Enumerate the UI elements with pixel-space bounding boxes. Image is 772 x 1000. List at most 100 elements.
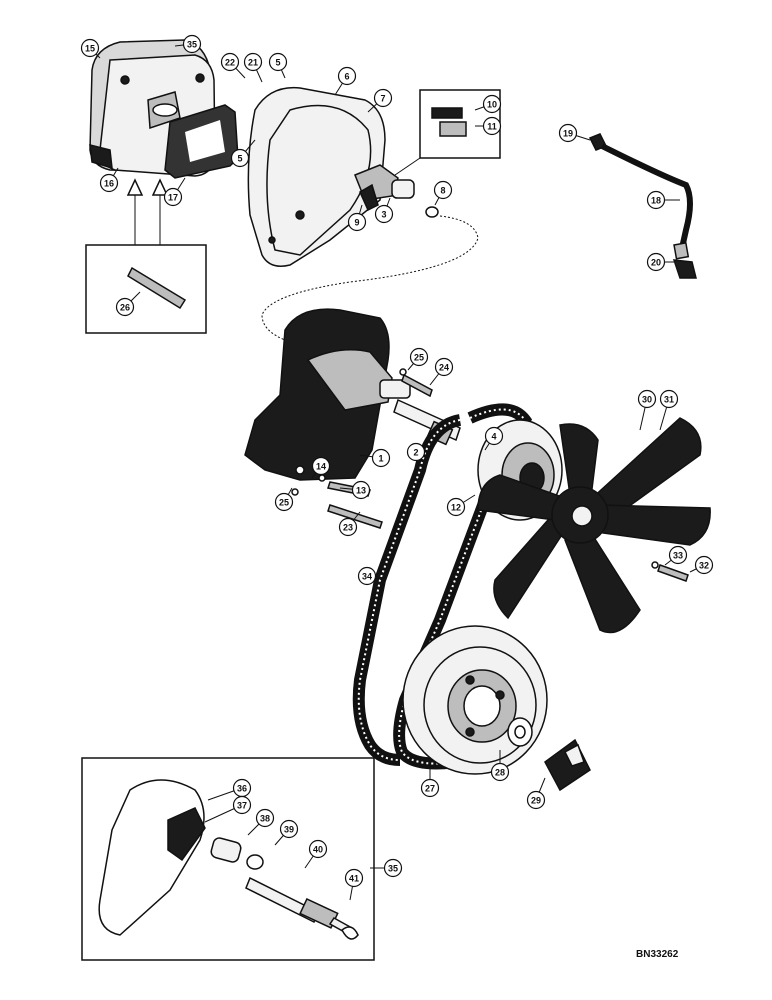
callout-balloon xyxy=(357,566,377,586)
callout-balloon xyxy=(99,173,119,193)
callout-number: 12 xyxy=(451,503,461,513)
callout-number: 30 xyxy=(642,395,652,405)
callout-1: 1 xyxy=(359,448,391,468)
callout-3: 3 xyxy=(374,197,394,224)
callout-27: 27 xyxy=(420,765,440,798)
callout-balloon xyxy=(646,190,666,210)
callout-25: 25 xyxy=(407,347,429,371)
callout-7: 7 xyxy=(367,88,393,113)
callout-balloon xyxy=(232,795,252,815)
callout-number: 8 xyxy=(440,186,445,196)
callout-number: 29 xyxy=(531,796,541,806)
callout-balloon xyxy=(659,389,679,409)
callout-balloon xyxy=(383,858,403,878)
pump-housing-casting xyxy=(244,308,411,481)
callout-balloon xyxy=(420,778,440,798)
callout-18: 18 xyxy=(646,190,680,210)
callout-number: 4 xyxy=(491,432,496,442)
callout-number: 35 xyxy=(187,40,197,50)
callout-balloon xyxy=(268,52,288,72)
callout-balloon xyxy=(558,123,578,143)
callout-balloon xyxy=(484,426,504,446)
callout-number: 26 xyxy=(120,303,130,313)
callout-balloon xyxy=(409,347,429,367)
callout-14: 14 xyxy=(311,456,331,479)
callout-35: 35 xyxy=(174,34,202,54)
fan-bolt-and-washer xyxy=(651,561,689,582)
pipe-nipple-detail xyxy=(127,266,187,310)
callout-number: 22 xyxy=(225,58,235,68)
seal-detail xyxy=(394,107,467,176)
callout-26: 26 xyxy=(115,291,141,317)
callout-number: 6 xyxy=(344,72,349,82)
callout-number: 9 xyxy=(354,218,359,228)
callout-5: 5 xyxy=(268,52,288,79)
callout-number: 17 xyxy=(168,193,178,203)
callout-balloon xyxy=(230,148,250,168)
callout-38: 38 xyxy=(247,808,275,836)
callout-balloon xyxy=(351,480,371,500)
callout-balloon xyxy=(433,180,453,200)
callout-balloon xyxy=(482,94,502,114)
callout-41: 41 xyxy=(344,868,364,901)
pulley-washer xyxy=(507,717,533,747)
callout-balloon xyxy=(373,88,393,108)
callout-balloon xyxy=(255,808,275,828)
callout-balloon xyxy=(279,819,299,839)
callout-number: 21 xyxy=(248,58,258,68)
callout-number: 40 xyxy=(313,845,323,855)
arrow-heads xyxy=(126,178,169,196)
callout-balloon xyxy=(374,204,394,224)
callout-29: 29 xyxy=(526,777,546,810)
callout-12: 12 xyxy=(446,494,476,517)
callout-number: 18 xyxy=(651,196,661,206)
callout-number: 25 xyxy=(414,353,424,363)
callout-balloon xyxy=(308,839,328,859)
reference-code: BN33262 xyxy=(636,949,679,960)
callout-number: 38 xyxy=(260,814,270,824)
callout-2: 2 xyxy=(406,439,431,462)
callout-19: 19 xyxy=(558,123,591,143)
callout-number: 10 xyxy=(487,100,497,110)
callout-balloon xyxy=(526,790,546,810)
callout-balloon xyxy=(406,442,426,462)
callout-number: 33 xyxy=(673,551,683,561)
repair-kit-detail xyxy=(98,779,359,940)
callout-number: 37 xyxy=(237,801,247,811)
callout-11: 11 xyxy=(475,116,502,136)
callout-number: 27 xyxy=(425,784,435,794)
detail-box-lower xyxy=(81,757,375,961)
cooling-fan xyxy=(477,417,711,634)
pump-gasket-17 xyxy=(164,104,239,179)
callout-balloon xyxy=(347,212,367,232)
callout-balloon xyxy=(80,38,100,58)
callout-16: 16 xyxy=(99,167,119,193)
callout-number: 15 xyxy=(85,44,95,54)
callout-34: 34 xyxy=(357,566,386,586)
callout-13: 13 xyxy=(339,480,371,500)
callout-number: 14 xyxy=(316,462,326,472)
callout-25: 25 xyxy=(274,487,294,512)
callout-4: 4 xyxy=(484,426,504,451)
callout-20: 20 xyxy=(646,252,675,272)
detail-box-left xyxy=(85,244,207,334)
callout-8: 8 xyxy=(433,180,453,206)
callout-23: 23 xyxy=(338,511,361,537)
callout-balloon xyxy=(637,389,657,409)
callout-balloon xyxy=(274,492,294,512)
callout-balloon xyxy=(337,66,357,86)
callout-number: 35 xyxy=(388,864,398,874)
callout-number: 41 xyxy=(349,874,359,884)
callout-balloon xyxy=(482,116,502,136)
callout-balloon xyxy=(446,497,466,517)
crank-pulley-nut xyxy=(544,738,591,792)
callout-number: 19 xyxy=(563,129,573,139)
bypass-hose xyxy=(588,133,697,279)
callout-number: 1 xyxy=(378,454,383,464)
callout-number: 31 xyxy=(664,395,674,405)
callout-15: 15 xyxy=(80,38,101,59)
callout-number: 5 xyxy=(275,58,280,68)
callout-number: 20 xyxy=(651,258,661,268)
callout-35: 35 xyxy=(370,858,403,878)
